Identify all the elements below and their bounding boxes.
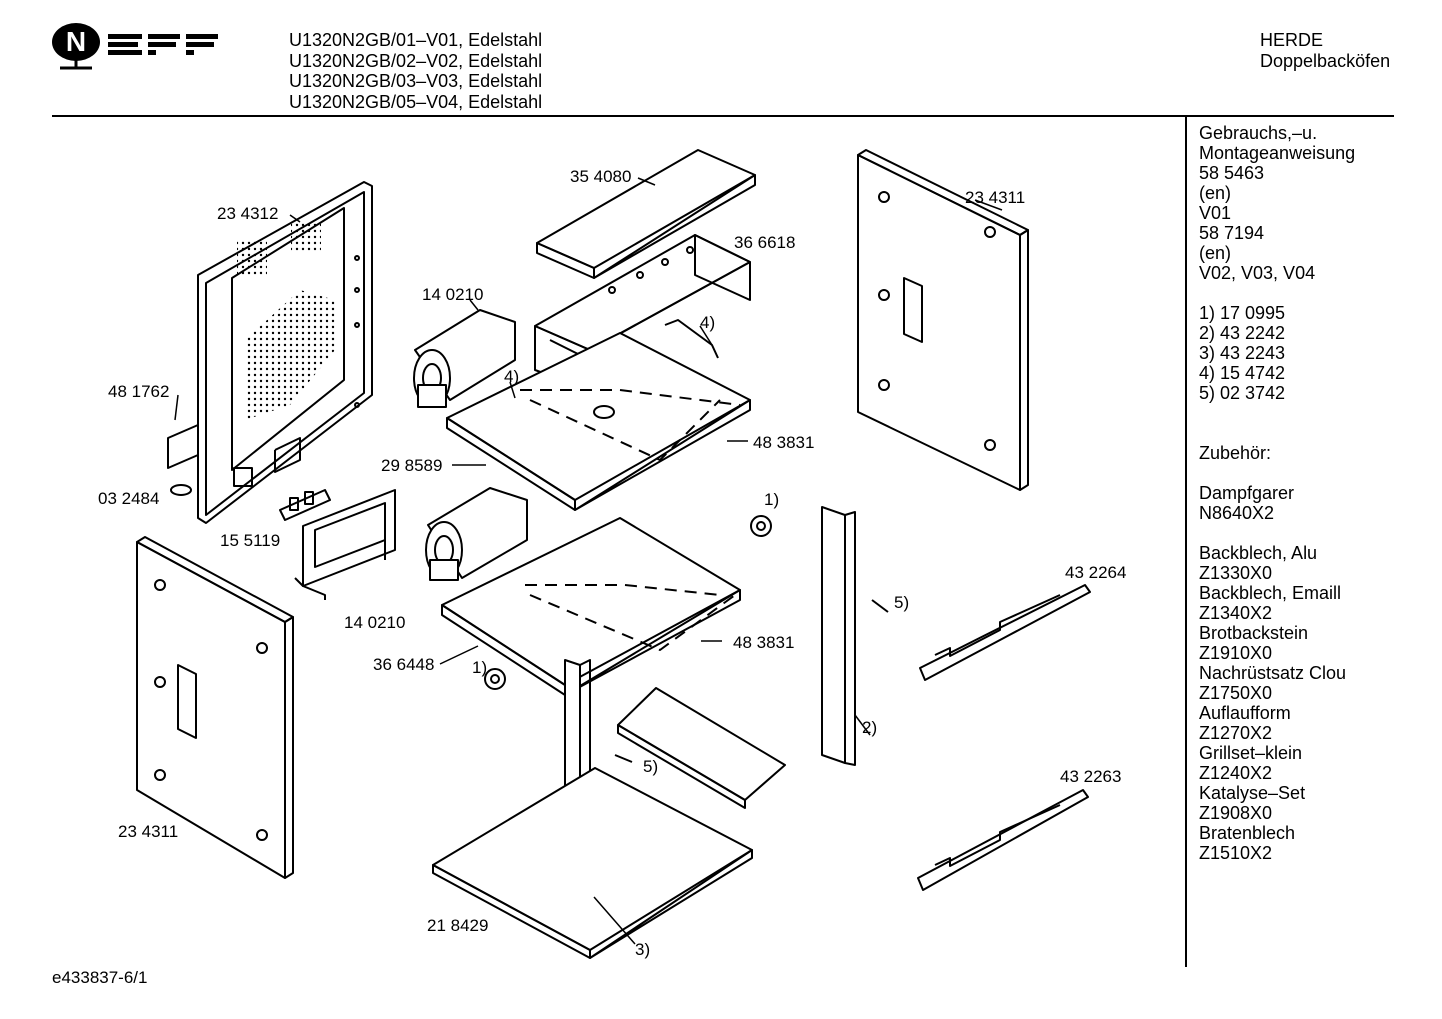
manual-line: V02, V03, V04 <box>1199 263 1316 283</box>
accessories-title: Zubehör: <box>1199 443 1272 463</box>
accessory-line: Backblech, Emaill <box>1199 583 1342 603</box>
callout-label: 23 4312 <box>217 204 278 223</box>
callout-label: 5) <box>894 593 909 612</box>
rack <box>617 687 786 809</box>
cavity-plate-upper <box>446 332 751 511</box>
accessory-line: Z1910X0 <box>1199 643 1273 663</box>
side-rail-lower <box>917 789 1089 891</box>
callout-label: 1) <box>764 490 779 509</box>
manual-line: 58 7194 <box>1199 223 1265 243</box>
cavity-frame <box>534 234 751 391</box>
note-line: 4) 15 4742 <box>1199 363 1286 383</box>
category-block: HERDE Doppelbacköfen <box>1260 30 1390 71</box>
manual-line: 58 5463 <box>1199 163 1265 183</box>
accessory-line: Auflaufform <box>1199 703 1291 723</box>
fan-motor-lower <box>425 487 528 581</box>
callout-label: 43 2263 <box>1060 767 1121 786</box>
callout-label: 29 8589 <box>381 456 442 475</box>
screw <box>871 599 889 613</box>
model-line: U1320N2GB/03–V03, Edelstahl <box>289 71 543 91</box>
accessory-line: Z1750X0 <box>1199 683 1273 703</box>
control-frame <box>294 489 396 600</box>
category-title: HERDE <box>1260 30 1324 50</box>
callout-label: 36 6618 <box>734 233 795 252</box>
header-divider <box>52 115 1394 117</box>
callout-label: 4) <box>504 367 519 386</box>
vertical-rail-right <box>821 506 856 766</box>
note-line: 3) 43 2243 <box>1199 343 1286 363</box>
accessory-line: Z1270X2 <box>1199 723 1273 743</box>
callout-label: 03 2484 <box>98 489 159 508</box>
side-panel-right-upper <box>857 149 1029 491</box>
note-line: 1) 17 0995 <box>1199 303 1286 323</box>
model-list: U1320N2GB/01–V01, Edelstahl U1320N2GB/02… <box>289 30 542 112</box>
accessory-line: Bratenblech <box>1199 823 1296 843</box>
callout-label: 23 4311 <box>118 822 178 841</box>
manual-line: Montageanweisung <box>1199 143 1356 163</box>
side-panel-left-lower <box>136 536 294 879</box>
callout-label: 23 4311 <box>965 188 1025 207</box>
category-subtitle: Doppelbacköfen <box>1260 50 1391 71</box>
callout-label: 21 8429 <box>427 916 488 935</box>
sidebar-divider <box>1185 117 1187 967</box>
hinge-bracket <box>167 424 199 469</box>
accessory-line: Z1240X2 <box>1199 763 1273 783</box>
model-line: U1320N2GB/05–V04, Edelstahl <box>289 91 543 112</box>
svg-text:N: N <box>66 26 86 57</box>
manual-line: Gebrauchs,–u. <box>1199 123 1318 143</box>
cavity-plate-lower <box>441 517 741 696</box>
callout-label: 14 0210 <box>344 613 405 632</box>
base-plate <box>432 767 753 959</box>
neff-logo: N <box>52 23 218 70</box>
accessory-line: N8640X2 <box>1199 503 1275 523</box>
document-id: e433837-6/1 <box>52 968 148 987</box>
accessory-line: Z1340X2 <box>1199 603 1273 623</box>
accessory-line: Katalyse–Set <box>1199 783 1306 803</box>
callout-label: 48 3831 <box>733 633 794 652</box>
model-line: U1320N2GB/02–V02, Edelstahl <box>289 50 543 71</box>
accessory-line: Nachrüstsatz Clou <box>1199 663 1347 683</box>
callout-label: 35 4080 <box>570 167 631 186</box>
callout-label: 48 3831 <box>753 433 814 452</box>
callout-label: 43 2264 <box>1065 563 1126 582</box>
accessory-line: Dampfgarer <box>1199 483 1295 503</box>
exploded-diagram: 35 4080 36 6618 23 4312 23 4311 14 0210 … <box>98 149 1126 959</box>
accessory-line: Z1330X0 <box>1199 563 1273 583</box>
fan-motor-upper <box>413 309 516 408</box>
manual-line: (en) <box>1199 183 1232 203</box>
screw <box>614 754 633 763</box>
callout-label: 2) <box>862 718 877 737</box>
note-line: 5) 02 3742 <box>1199 383 1286 403</box>
callout-label: 4) <box>700 313 715 332</box>
callout-label: 36 6448 <box>373 655 434 674</box>
callout-label: 15 5119 <box>220 531 280 550</box>
accessory-line: Z1908X0 <box>1199 803 1273 823</box>
side-rail-upper <box>919 584 1091 681</box>
knob <box>750 515 772 537</box>
callout-label: 48 1762 <box>108 382 169 401</box>
manual-line: (en) <box>1199 243 1232 263</box>
model-line: U1320N2GB/01–V01, Edelstahl <box>289 30 543 50</box>
accessory-line: Brotbackstein <box>1199 623 1309 643</box>
clip <box>170 484 192 496</box>
accessory-line: Grillset–klein <box>1199 743 1303 763</box>
accessory-line: Backblech, Alu <box>1199 543 1318 563</box>
manual-line: V01 <box>1199 203 1232 223</box>
sidebar: Gebrauchs,–u. Montageanweisung 58 5463 (… <box>1199 123 1355 863</box>
side-panel-left-upper <box>197 181 373 524</box>
knob <box>484 668 506 690</box>
callout-label: 3) <box>635 940 650 959</box>
accessory-line: Z1510X2 <box>1199 843 1273 863</box>
callout-label: 14 0210 <box>422 285 483 304</box>
callout-label: 5) <box>643 757 658 776</box>
callout-label: 1) <box>472 658 487 677</box>
note-line: 2) 43 2242 <box>1199 323 1286 343</box>
switch <box>279 489 331 521</box>
